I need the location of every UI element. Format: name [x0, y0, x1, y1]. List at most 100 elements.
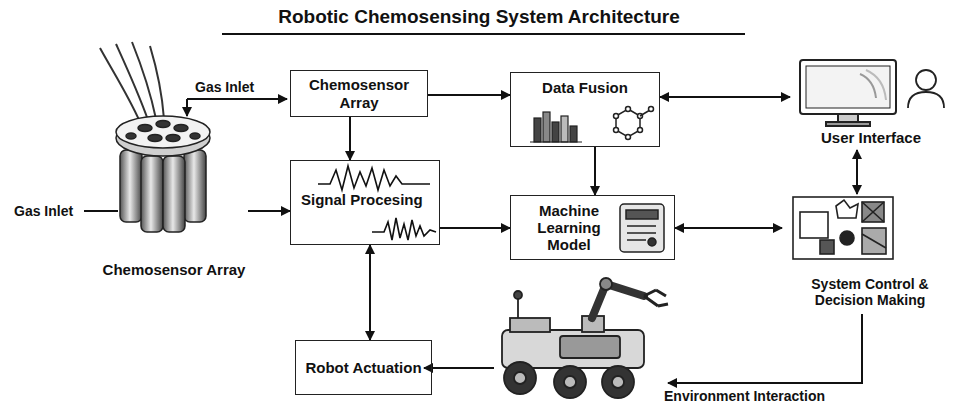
mobile-robot-part [564, 376, 576, 388]
bar-chart-icon-part [543, 112, 550, 142]
node-label: Signal Procesing [301, 191, 423, 208]
mobile-robot-part [554, 366, 586, 398]
molecule-icon [614, 107, 654, 140]
sensor-array-drawing-part [141, 156, 163, 232]
sensor-array-drawing-part [174, 125, 188, 132]
sensor-array-drawing-part [116, 116, 210, 148]
sensor-array-drawing-part [163, 156, 185, 232]
control-panel-icon-part [800, 212, 828, 238]
node-label: Chemosensor Array [291, 76, 427, 111]
gas-inlet-arrows-part [84, 210, 118, 212]
control-panel-icon-part [862, 202, 884, 222]
molecule-icon-part [614, 114, 619, 119]
mobile-robot-part [517, 298, 519, 318]
node-label: Chemosensor Array [103, 261, 246, 278]
molecule-icon-part [649, 107, 654, 112]
sensor-array-drawing-part [120, 150, 142, 222]
model-icon-part [627, 232, 656, 234]
person-icon-part [908, 92, 944, 108]
node-label: Robot Actuation [305, 359, 421, 376]
flow-arrow [594, 147, 596, 195]
annotation-label: Environment Interaction [662, 388, 827, 404]
control-panel-icon-part [862, 202, 884, 222]
mobile-robot [502, 278, 668, 398]
sensor-wires [100, 42, 164, 122]
molecule-icon-part [626, 107, 631, 112]
node-label: Machine Learning Model [517, 202, 621, 254]
labelled-figure: User Interface [790, 56, 952, 150]
flow-arrow [660, 96, 790, 98]
annotation-label: Gas Inlet [193, 79, 256, 95]
node-label: System Control & Decision Making [795, 276, 945, 308]
molecule-icon-part [626, 135, 631, 140]
sensor-array-drawing-part [126, 133, 136, 139]
waveform-part [372, 218, 436, 240]
bar-chart-icon-part [530, 141, 582, 142]
waveform-part [318, 166, 430, 190]
bar-chart-icon-part [534, 118, 541, 142]
molecule-icon-part [616, 109, 640, 137]
mobile-robot-part [592, 284, 644, 318]
robot-feedback-arrows [424, 314, 862, 383]
mobile-robot-part [510, 318, 550, 332]
flow-arrow [440, 227, 510, 229]
sensor-array-drawing [116, 116, 210, 232]
control-panel-icon-part [836, 200, 858, 218]
mobile-robot-part [656, 290, 668, 306]
node-label: User Interface [821, 129, 921, 146]
sensor-array-drawing-part [184, 150, 206, 222]
robot-feedback-arrows-part [424, 367, 494, 369]
node-label: Data Fusion [542, 79, 628, 96]
mobile-robot-part [514, 372, 526, 384]
person-icon-part [916, 70, 936, 90]
model-icon-part [626, 210, 658, 219]
flow-arrow [248, 210, 290, 212]
monitor-icon-part [800, 60, 896, 114]
flow-arrow [856, 150, 858, 194]
flow-arrow [675, 227, 782, 229]
sensor-array-drawing-part [190, 133, 200, 139]
control-panel-icon-part [840, 231, 854, 245]
sensor-array-drawing-part [156, 121, 170, 128]
mobile-robot-part [514, 291, 522, 299]
monitor-icon-part [806, 66, 890, 108]
sensor-wires-part [116, 44, 148, 120]
model-icon-part [620, 204, 664, 252]
labelled-figure: System Control & Decision Making [782, 194, 958, 310]
model-icon-part [627, 239, 646, 241]
monitor-icon-part [826, 122, 870, 126]
robot-feedback-arrows-part [668, 314, 862, 383]
monitor-icon-part [866, 70, 886, 100]
process-box: Data Fusion [510, 72, 660, 147]
monitor-icon-part [838, 114, 858, 122]
process-box: Robot Actuation [295, 340, 432, 395]
bar-chart-icon-part [552, 122, 559, 142]
monitor-icon-part [860, 74, 876, 98]
mobile-robot-part [612, 376, 624, 388]
bar-chart-icon-part [561, 116, 568, 142]
labelled-figure: Chemosensor Array [100, 40, 248, 280]
title-underline [222, 34, 745, 35]
process-box: Signal Procesing [290, 160, 440, 245]
molecule-icon-part [638, 128, 643, 133]
molecule-icon-part [614, 128, 619, 133]
annotation-label: Gas Inlet [12, 203, 75, 219]
flow-arrow [369, 245, 371, 340]
sensor-wires-part [150, 46, 164, 119]
control-panel-icon-part [862, 228, 886, 254]
sensor-array-drawing-part [148, 135, 162, 142]
mobile-robot-part [504, 362, 536, 394]
gas-inlet-arrows-part [187, 98, 287, 100]
control-panel-icon [793, 197, 893, 259]
flow-arrow [349, 117, 351, 160]
process-box: Chemosensor Array [290, 70, 428, 117]
model-icon-part [627, 225, 656, 227]
mobile-robot-part [602, 366, 634, 398]
gas-inlet-arrows-part [186, 99, 188, 116]
sensor-array-drawing-part [166, 135, 180, 142]
model-icon-part [648, 238, 656, 246]
monitor-icon [800, 60, 896, 126]
title-underline-part [222, 33, 745, 35]
mobile-robot-part [644, 290, 658, 306]
